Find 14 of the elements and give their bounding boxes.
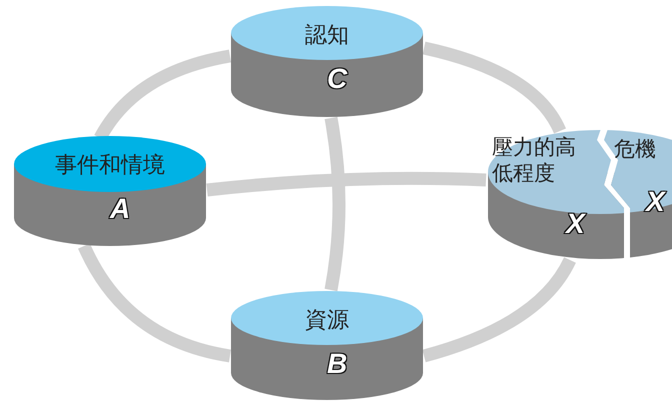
- node-label: 壓力的高低程度: [492, 134, 577, 186]
- letter-label: A: [110, 194, 130, 224]
- node-label: 資源: [304, 308, 350, 334]
- letter-label: C: [327, 64, 348, 94]
- connector-band: [422, 256, 576, 362]
- connector-band: [324, 116, 346, 292]
- connector-band: [422, 42, 566, 134]
- connector-band: [206, 172, 486, 196]
- letter-label: B: [327, 349, 348, 379]
- node-label: 事件和情境: [54, 153, 166, 179]
- node-label: 危機: [614, 136, 657, 162]
- node-label: 認知: [304, 23, 350, 49]
- letter-label: X: [566, 209, 585, 239]
- connector-band: [78, 243, 232, 362]
